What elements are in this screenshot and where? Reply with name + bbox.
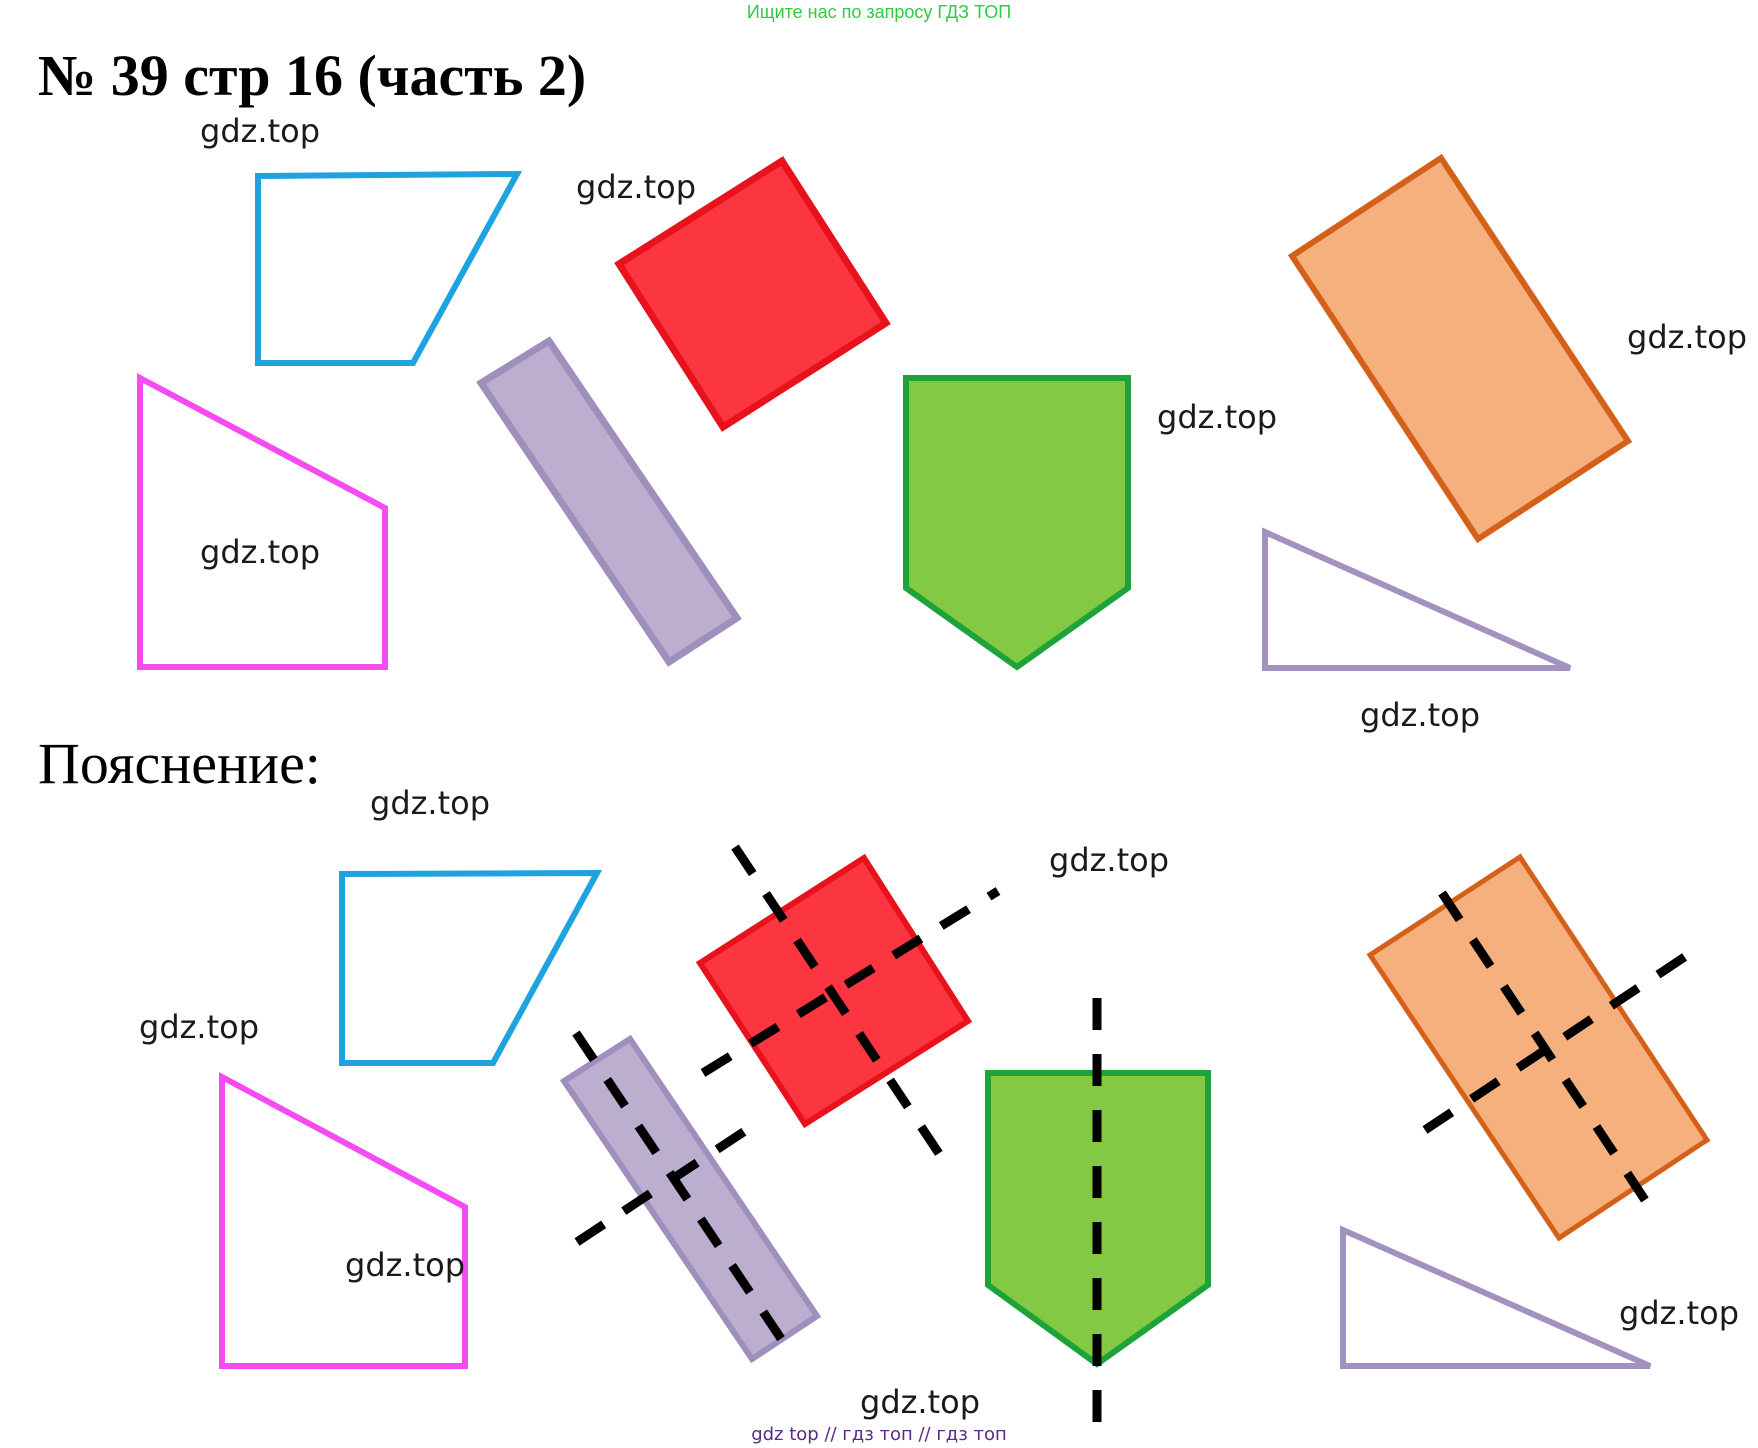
parallelogram-outline-2 — [339, 869, 603, 1066]
purple-rectangle-axis-short — [574, 1119, 760, 1246]
bottom-figures — [219, 844, 1711, 1432]
pentagon-outline-2 — [219, 1071, 468, 1369]
watermark: gdz.top — [200, 112, 321, 150]
site-footer: gdz top // гдз топ // гдз топ — [751, 1424, 1007, 1445]
triangle-outline — [1262, 527, 1572, 671]
explanation-heading: Пояснение: — [38, 731, 321, 796]
orange-rectangle-2 — [1366, 853, 1711, 1242]
watermark: gdz.top — [1627, 318, 1748, 356]
watermark: gdz.top — [139, 1008, 260, 1046]
orange-rectangle — [1287, 153, 1633, 544]
purple-rectangle — [476, 336, 742, 667]
page-title: № 39 стр 16 (часть 2) — [38, 43, 587, 108]
watermark: gdz.top — [200, 533, 321, 571]
green-pentagon-2 — [985, 1070, 1211, 1368]
watermark: gdz.top — [860, 1383, 981, 1421]
red-square-axis-2 — [700, 887, 1001, 1077]
watermark: gdz.top — [1360, 696, 1481, 734]
top-figures — [137, 153, 1633, 671]
watermark: gdz.top — [370, 784, 491, 822]
watermark: gdz.top — [1049, 841, 1170, 879]
triangle-outline-2 — [1340, 1225, 1652, 1369]
watermark: gdz.top — [1157, 398, 1278, 436]
orange-rectangle-axis-long — [1438, 890, 1649, 1203]
red-square — [614, 156, 891, 432]
pentagon-outline — [137, 373, 388, 670]
red-square-axis-1 — [731, 844, 944, 1158]
watermark: gdz.top — [576, 168, 697, 206]
purple-rectangle-axis-long — [572, 1030, 788, 1346]
purple-rectangle-2 — [559, 1034, 822, 1364]
green-pentagon — [903, 375, 1131, 671]
site-banner: Ищите нас по запросу ГДЗ ТОП — [746, 2, 1012, 22]
watermark: gdz.top — [345, 1246, 466, 1284]
parallelogram-outline — [255, 170, 523, 366]
watermark: gdz.top — [1619, 1294, 1740, 1332]
